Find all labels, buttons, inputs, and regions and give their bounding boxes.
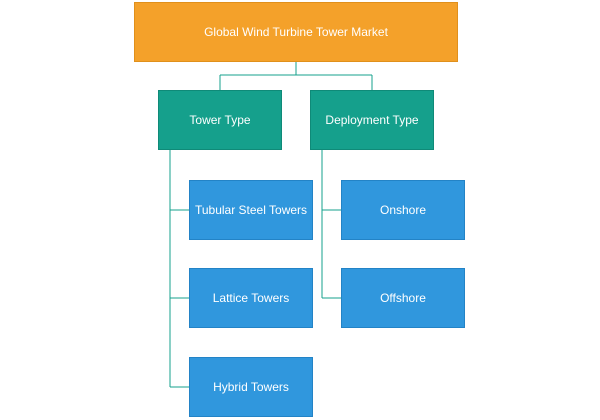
leaf-node-tubular-steel-towers: Tubular Steel Towers (189, 180, 313, 240)
category-label: Tower Type (189, 113, 251, 127)
leaf-node-offshore: Offshore (341, 268, 465, 328)
leaf-node-onshore: Onshore (341, 180, 465, 240)
leaf-label: Onshore (379, 203, 427, 217)
leaf-label: Lattice Towers (212, 291, 290, 305)
leaf-node-lattice-towers: Lattice Towers (189, 268, 313, 328)
root-node-label: Global Wind Turbine Tower Market (204, 25, 388, 39)
category-node-tower-type: Tower Type (158, 90, 282, 150)
leaf-node-hybrid-towers: Hybrid Towers (189, 357, 313, 417)
leaf-label: Offshore (380, 291, 426, 305)
leaf-label: Tubular Steel Towers (194, 203, 308, 217)
category-label: Deployment Type (325, 113, 419, 127)
leaf-label: Hybrid Towers (213, 380, 289, 394)
category-node-deployment-type: Deployment Type (310, 90, 434, 150)
root-node: Global Wind Turbine Tower Market (134, 2, 458, 62)
